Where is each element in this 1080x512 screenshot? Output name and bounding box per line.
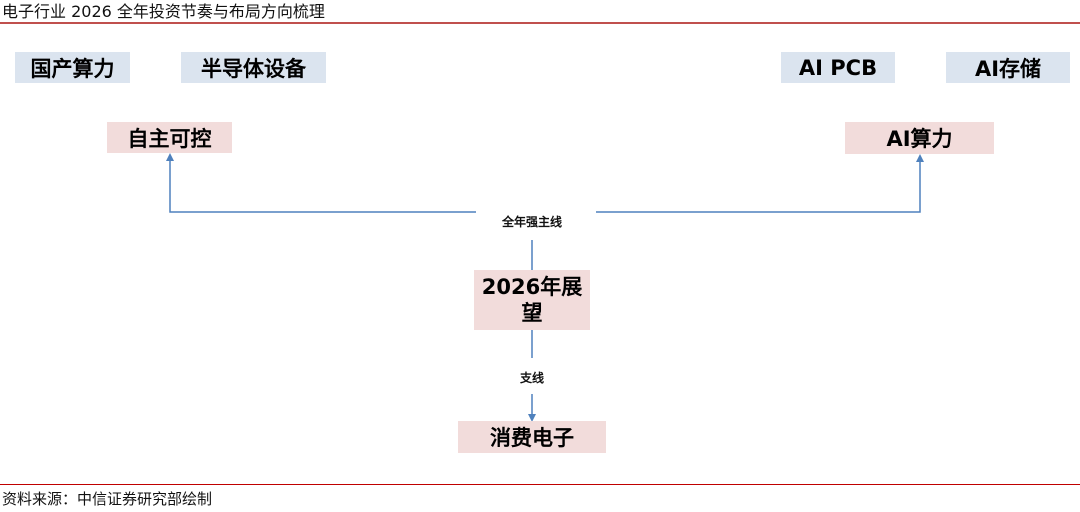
header-divider — [0, 22, 1080, 24]
main-line-label: 全年强主线 — [497, 213, 567, 230]
sub-item-domestic-compute: 国产算力 — [15, 52, 130, 83]
center-outlook-2026: 2026年展望 — [474, 270, 590, 330]
page-title: 电子行业 2026 全年投资节奏与布局方向梳理 — [2, 2, 325, 21]
theme-ai-compute: AI算力 — [845, 122, 994, 154]
branch-line-label: 支线 — [515, 369, 549, 386]
theme-self-reliance: 自主可控 — [107, 122, 232, 153]
arrow-to-right-theme — [596, 154, 924, 213]
sub-item-ai-pcb: AI PCB — [781, 52, 895, 83]
footer-divider — [0, 484, 1080, 485]
arrow-to-left-theme — [166, 153, 476, 213]
theme-consumer-electronics: 消费电子 — [458, 421, 606, 453]
sub-item-semiconductor-equipment: 半导体设备 — [181, 52, 326, 83]
sub-item-ai-storage: AI存储 — [946, 52, 1070, 83]
source-note: 资料来源：中信证券研究部绘制 — [2, 490, 213, 508]
